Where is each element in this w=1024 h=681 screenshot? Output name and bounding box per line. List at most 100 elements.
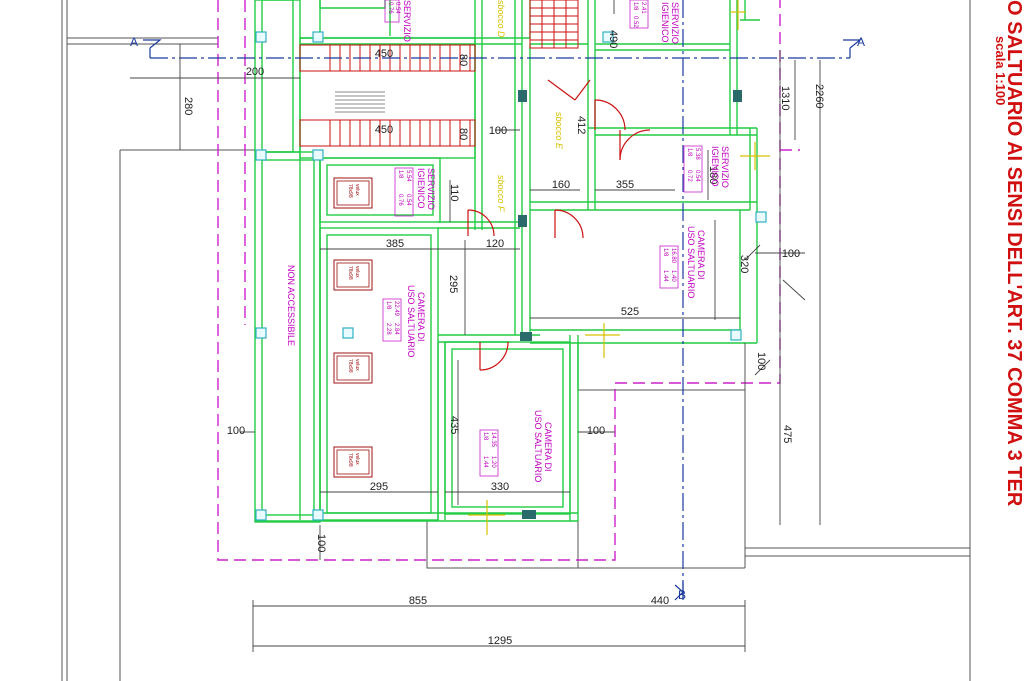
bath-left-r1a: 5.54 bbox=[405, 170, 411, 182]
walls bbox=[254, 0, 760, 523]
bath-right-r2a: 1/8 bbox=[686, 148, 692, 157]
sbocco-f-label: sbocco F bbox=[496, 175, 506, 212]
room-labels: NON ACCESSIBILE CAMERA DI USO SALTUARIO … bbox=[286, 0, 730, 482]
room-left-r1b: 2.84 bbox=[393, 323, 399, 335]
velux-label: velux bbox=[354, 266, 360, 278]
room-left-r1a: 22.49 bbox=[393, 301, 399, 317]
room-bottom-name1: CAMERA DI bbox=[543, 422, 553, 472]
dim-100-left: 100 bbox=[227, 425, 245, 437]
dim-100-bottom: 100 bbox=[315, 534, 327, 552]
drawing-title: O SALTUARIO AI SENSI DELL'ART. 37 COMMA … bbox=[993, 0, 1024, 507]
dim-355: 355 bbox=[616, 179, 634, 191]
bath-right-name1: SERVIZIO bbox=[720, 146, 730, 188]
bath-top-left-name1: SERVIZIO bbox=[402, 0, 412, 42]
section-b-label: B bbox=[678, 588, 686, 602]
dim-200: 200 bbox=[246, 66, 264, 78]
bath-left-r2b: 0.76 bbox=[397, 194, 403, 206]
dim-80-mid: 80 bbox=[457, 128, 469, 140]
velux-label: velux bbox=[354, 453, 360, 465]
velux-label: velux bbox=[354, 359, 360, 371]
bath-top-r2a: 1/8 bbox=[632, 2, 638, 11]
sbocco-e-label: sbocco E bbox=[554, 112, 564, 150]
stair-landing bbox=[335, 91, 385, 113]
roof-outline-dashed bbox=[217, 0, 800, 561]
section-markers bbox=[468, 0, 770, 535]
dim-110: 110 bbox=[448, 184, 460, 202]
bath-top-r1a: 2.41 bbox=[640, 2, 646, 14]
bath-left-name1: SERVIZIO bbox=[426, 168, 436, 210]
room-right-r2a: 1/8 bbox=[662, 248, 668, 257]
room-bottom-r1a: 14.35 bbox=[490, 432, 496, 448]
sbocco-labels: sbocco D sbocco E sbocco F bbox=[496, 0, 564, 212]
room-right-r2b: 1.44 bbox=[662, 270, 668, 282]
sbocco-d-label: sbocco D bbox=[496, 0, 506, 38]
bath-top-left-r1: 0.54 bbox=[394, 2, 400, 14]
dim-320: 320 bbox=[738, 255, 750, 273]
section-a-left-label: A bbox=[130, 35, 138, 49]
bath-right-label: SERVIZIO IGIENICO 5.38 0.54 1/8 0.72 bbox=[683, 145, 730, 193]
dim-100-right: 100 bbox=[782, 248, 800, 260]
section-a-right-label: A bbox=[857, 35, 865, 49]
room-left-name2: USO SALTUARIO bbox=[406, 285, 416, 357]
dim-855: 855 bbox=[409, 595, 427, 607]
dim-80-top: 80 bbox=[457, 54, 469, 66]
not-accessible-label: NON ACCESSIBILE bbox=[286, 265, 296, 346]
dim-100-middle: 100 bbox=[587, 425, 605, 437]
room-right-label: CAMERA DI USO SALTUARIO 16.80 1.40 1/8 1… bbox=[659, 226, 706, 298]
wall-posts bbox=[518, 90, 742, 519]
dim-2260: 2260 bbox=[813, 84, 825, 108]
bath-right-r2b: 0.72 bbox=[686, 170, 692, 182]
bath-top-label: SERVIZIO IGIENICO 2.41 1/8 0.52 bbox=[629, 0, 680, 44]
dim-120: 120 bbox=[486, 238, 504, 250]
room-right-name2: USO SALTUARIO bbox=[686, 226, 696, 298]
room-right-r1a: 16.80 bbox=[670, 248, 676, 264]
bath-top-r2b: 0.52 bbox=[632, 16, 638, 28]
room-bottom-r2a: 1/8 bbox=[482, 432, 488, 441]
dim-1310: 1310 bbox=[779, 86, 791, 110]
velux-size: 78x98 bbox=[347, 359, 353, 373]
dim-412: 412 bbox=[575, 116, 587, 134]
axis-labels: A A B bbox=[130, 35, 865, 602]
velux-size: 78x98 bbox=[347, 453, 353, 467]
dim-490: 490 bbox=[607, 30, 619, 48]
bath-left-label: SERVIZIO IGIENICO 5.54 0.54 1/8 0.76 bbox=[394, 167, 436, 217]
velux-label: velux bbox=[354, 184, 360, 196]
dim-440: 440 bbox=[651, 595, 669, 607]
room-bottom-r1b: 1.20 bbox=[490, 456, 496, 468]
dim-180: 180 bbox=[707, 166, 719, 184]
dim-295-horizontal: 295 bbox=[370, 481, 388, 493]
dim-385: 385 bbox=[386, 238, 404, 250]
bath-right-r1a: 5.38 bbox=[694, 148, 700, 160]
room-left-label: CAMERA DI USO SALTUARIO 22.49 2.84 1/8 2… bbox=[382, 285, 426, 357]
dim-100-corridor: 100 bbox=[489, 125, 507, 137]
room-bottom-r2b: 1.44 bbox=[482, 456, 488, 468]
velux-size: 78x98 bbox=[347, 184, 353, 198]
bath-top-left-r2: 0.76 bbox=[387, 2, 393, 14]
room-right-r1b: 1.40 bbox=[670, 270, 676, 282]
room-bottom-name2: USO SALTUARIO bbox=[533, 410, 543, 482]
bath-right-name2: IGIENICO bbox=[710, 146, 720, 187]
dim-280: 280 bbox=[182, 97, 194, 115]
room-right-name1: CAMERA DI bbox=[696, 230, 706, 280]
bath-left-name2: IGIENICO bbox=[416, 168, 426, 209]
bath-top-left-label: SERVIZIO 0.54 0.76 bbox=[384, 0, 412, 42]
bath-right-r1b: 0.54 bbox=[694, 170, 700, 182]
axis-markers bbox=[143, 39, 862, 601]
dim-330: 330 bbox=[491, 481, 509, 493]
site-boundary-lines bbox=[61, 0, 971, 681]
dimension-lines bbox=[130, 44, 821, 652]
dim-295-vertical: 295 bbox=[447, 275, 459, 293]
columns bbox=[255, 31, 767, 521]
dim-475: 475 bbox=[781, 425, 793, 443]
bath-top-name1: SERVIZIO bbox=[670, 2, 680, 44]
axis-lines bbox=[150, 0, 850, 600]
room-left-r2a: 1/8 bbox=[385, 301, 391, 310]
bath-left-r2a: 1/8 bbox=[397, 170, 403, 179]
dim-450-top: 450 bbox=[375, 48, 393, 60]
dim-450-mid: 450 bbox=[375, 124, 393, 136]
